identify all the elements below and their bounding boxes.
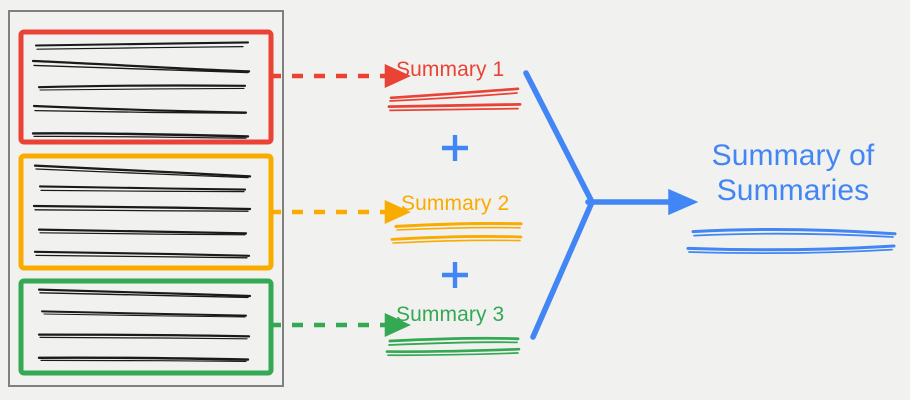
- summary-3-label: Summary 3: [396, 303, 505, 326]
- merge-branch-bottom: [530, 199, 595, 340]
- final-summary-scribble: [686, 228, 897, 254]
- summary-3-scribble: [385, 336, 521, 357]
- document-chunk-2[interactable]: [18, 153, 274, 271]
- final-summary-label: Summary of Summaries: [702, 138, 884, 209]
- merge-arrow: [523, 70, 699, 340]
- summary-2-label: Summary 2: [401, 192, 510, 215]
- source-document: [8, 10, 284, 387]
- merge-branch-top: [523, 70, 595, 205]
- plus-operator-2: [442, 262, 468, 288]
- final-summary-line-1: Summary of: [711, 139, 875, 172]
- chunk-3-text-lines: [37, 288, 252, 362]
- chunk-2-text-lines: [32, 164, 252, 259]
- document-outer-frame: [8, 10, 284, 387]
- document-chunk-3[interactable]: [18, 278, 274, 376]
- summary-1-label: Summary 1: [396, 58, 505, 81]
- chunk-1-border: [18, 29, 274, 145]
- chunk-1-text-lines: [31, 41, 251, 139]
- summary-2-scribble: [390, 222, 523, 244]
- final-summary-line-2: Summaries: [716, 174, 870, 208]
- plus-operator-1: [442, 135, 468, 161]
- summary-1-scribble: [387, 87, 522, 112]
- document-chunk-1[interactable]: [18, 29, 274, 145]
